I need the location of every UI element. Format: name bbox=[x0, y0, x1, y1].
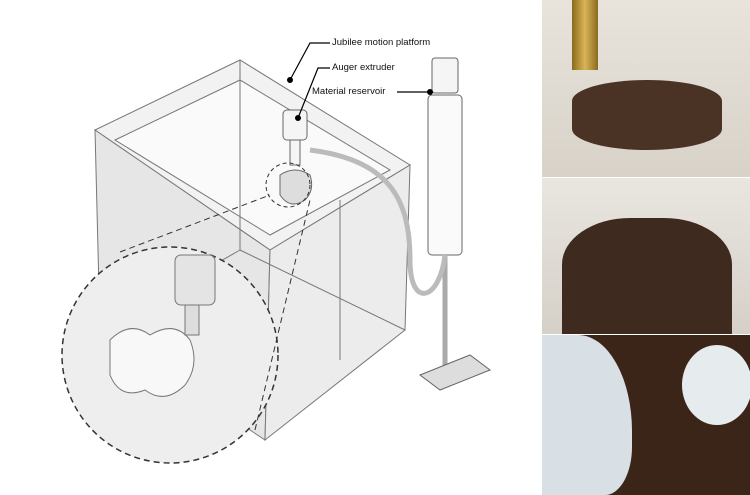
mycelium-right bbox=[682, 345, 750, 425]
brass-nozzle bbox=[572, 0, 598, 70]
mycelium-growth-photo bbox=[542, 335, 750, 495]
label-material-reservoir: Material reservoir bbox=[312, 86, 386, 97]
auger-extruder bbox=[279, 109, 313, 205]
wavy-vessel bbox=[562, 218, 732, 334]
printed-cylinder bbox=[572, 80, 722, 150]
label-auger-extruder: Auger extruder bbox=[332, 62, 395, 73]
zoomed-print bbox=[109, 254, 216, 397]
feed-tube bbox=[309, 147, 448, 296]
printed-cylinder-photo bbox=[542, 0, 750, 177]
printed-wavy-vessel-photo bbox=[542, 178, 750, 334]
mycelium-left bbox=[542, 335, 632, 495]
label-jubilee-motion-platform: Jubilee motion platform bbox=[332, 37, 431, 48]
printer-illustration bbox=[61, 42, 492, 464]
material-reservoir bbox=[418, 57, 492, 391]
